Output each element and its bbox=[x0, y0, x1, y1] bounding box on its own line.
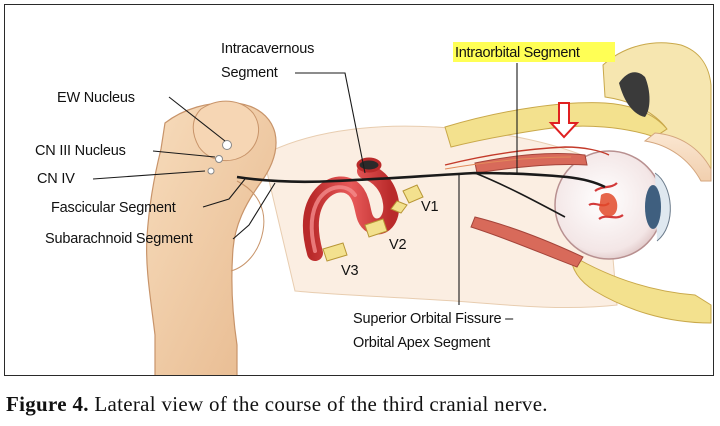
eye-lesion bbox=[599, 192, 618, 217]
inferior-rectus bbox=[470, 216, 584, 268]
orbital-vessels-2 bbox=[444, 156, 572, 170]
label-v1: V1 bbox=[421, 199, 438, 215]
label-v2: V2 bbox=[389, 237, 406, 253]
pons-contour bbox=[230, 180, 265, 272]
label-intraorbital-segment: Intraorbital Segment bbox=[455, 45, 580, 61]
cn3-nucleus-leader bbox=[152, 150, 216, 158]
figure-frame: EW Nucleus CN III Nucleus CN IV Fascicul… bbox=[4, 4, 714, 376]
intraorbital-highlight bbox=[453, 42, 615, 62]
v2-nerve-segment bbox=[364, 218, 388, 238]
ew-nucleus-marker bbox=[222, 140, 232, 150]
subarachnoid-leader bbox=[232, 182, 276, 240]
label-cn4: CN IV bbox=[37, 171, 75, 187]
ew-nucleus-leader bbox=[168, 96, 226, 142]
v1-nerve-segment-2 bbox=[390, 200, 408, 214]
label-subarachnoid-segment: Subarachnoid Segment bbox=[45, 231, 193, 247]
orbital-vessels bbox=[444, 146, 610, 166]
brainstem bbox=[146, 102, 277, 375]
fascicular-leader bbox=[202, 178, 246, 208]
label-cn3-nucleus: CN III Nucleus bbox=[35, 143, 126, 159]
label-sof-line2: Orbital Apex Segment bbox=[353, 335, 490, 351]
internal-carotid-highlight bbox=[309, 185, 357, 253]
midbrain-bulge bbox=[192, 100, 260, 162]
oculomotor-nerve bbox=[236, 171, 606, 189]
orbital-floor-bone bbox=[570, 254, 712, 324]
figure-caption: Figure 4. Lateral view of the course of … bbox=[6, 392, 718, 417]
cn4-leader bbox=[92, 170, 206, 180]
label-ew-nucleus: EW Nucleus bbox=[57, 90, 135, 106]
oculomotor-nerve-illustration: EW Nucleus CN III Nucleus CN IV Fascicul… bbox=[35, 41, 712, 375]
iris bbox=[645, 185, 661, 229]
intracavernous-leader bbox=[295, 72, 366, 174]
superior-rectus bbox=[474, 152, 588, 174]
caption-label: Figure 4. bbox=[6, 392, 89, 416]
frontal-sinus bbox=[619, 72, 650, 117]
v1-nerve-segment bbox=[402, 184, 424, 204]
label-v3: V3 bbox=[341, 263, 358, 279]
eyelid bbox=[643, 132, 712, 182]
label-intracavernous-line1: Intracavernous bbox=[221, 41, 314, 57]
label-sof-line1: Superior Orbital Fissure – bbox=[353, 311, 514, 327]
v3-nerve-segment bbox=[322, 242, 348, 262]
label-fascicular-segment: Fascicular Segment bbox=[51, 200, 176, 216]
cn4-marker bbox=[207, 167, 215, 175]
red-arrow-icon bbox=[548, 102, 580, 139]
cornea bbox=[654, 172, 671, 242]
caption-text: Lateral view of the course of the third … bbox=[88, 392, 548, 416]
carotid-cut-end bbox=[356, 157, 382, 173]
label-intracavernous-line2: Segment bbox=[221, 65, 278, 81]
cn3-nucleus-marker bbox=[215, 155, 223, 163]
oculomotor-nerve-branch bbox=[474, 172, 566, 218]
